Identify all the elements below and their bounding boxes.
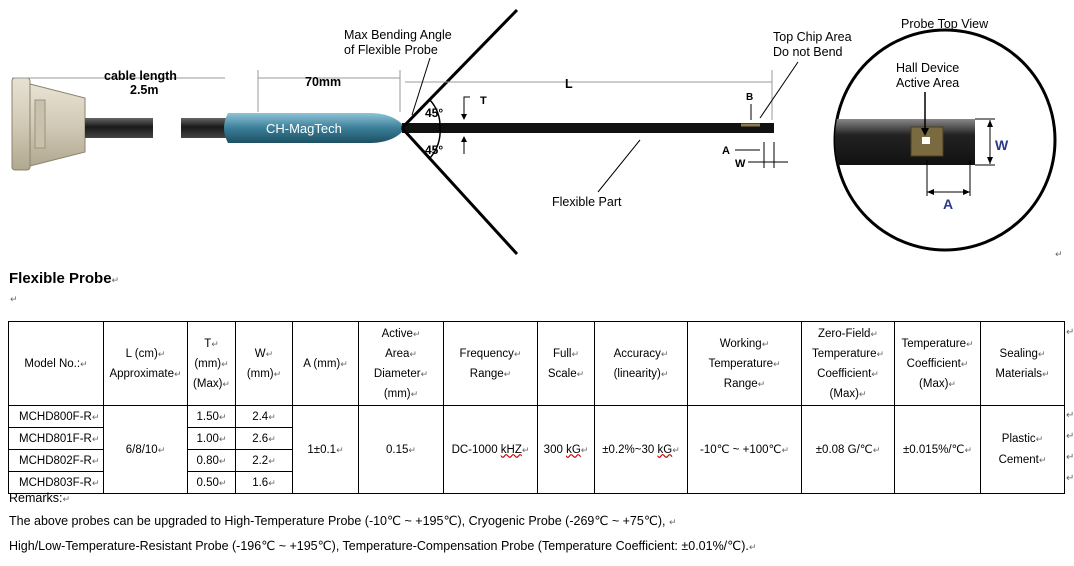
hall-device-subtitle: Active Area: [896, 76, 959, 90]
flexible-strip: [402, 123, 774, 133]
header-cell: L (cm)↵Approximate↵: [103, 321, 188, 406]
cable-left: [85, 118, 153, 138]
paragraph-mark: ↵: [10, 294, 18, 304]
top-chip-subtitle: Do not Bend: [773, 45, 843, 59]
hall-device-title: Hall Device: [896, 61, 959, 75]
flexible-part-label: Flexible Part: [552, 195, 622, 209]
bend-line-top: [400, 8, 519, 130]
row-end-mark: ↵: [1066, 431, 1074, 442]
bend-angle-subtitle: of Flexible Probe: [344, 43, 438, 57]
sealing-cell: Plastic↵Cement↵: [980, 405, 1065, 494]
header-cell: T↵(mm)↵(Max)↵: [187, 321, 236, 406]
table-header-row: Model No.:↵L (cm)↵Approximate↵T↵(mm)↵(Ma…: [8, 321, 1065, 406]
bend-line-bottom: [400, 126, 519, 256]
spec-table: Model No.:↵L (cm)↵Approximate↵T↵(mm)↵(Ma…: [8, 321, 1065, 494]
remarks-label: Remarks:↵: [9, 491, 71, 505]
remarks-line-1: The above probes can be upgraded to High…: [9, 514, 677, 528]
section-title: Flexible Probe↵: [9, 270, 120, 287]
top-chip-title: Top Chip Area: [773, 30, 852, 44]
header-cell: A (mm)↵: [292, 321, 359, 406]
dim-A-label: A: [722, 145, 730, 157]
t-cell: 1.00↵: [187, 427, 236, 450]
brand-label: CH-MagTech: [266, 121, 342, 136]
diameter-cell: 0.15↵: [358, 405, 444, 494]
length-cell: 6/8/10↵: [103, 405, 188, 494]
frequency-cell: DC-1000 kHZ↵: [443, 405, 538, 494]
model-cell: MCHD800F-R↵: [8, 405, 104, 428]
t-cell: 1.50↵: [187, 405, 236, 428]
row-end-mark: ↵: [1066, 327, 1074, 338]
header-cell: Sealing↵Materials↵: [980, 321, 1065, 406]
cable-length-label: cable length: [104, 69, 177, 83]
view-A-label: A: [943, 196, 953, 212]
table-row: MCHD801F-R↵ 1.00↵ 2.6↵: [8, 427, 1065, 450]
model-cell: MCHD803F-R↵: [8, 471, 104, 494]
header-cell: Zero-Field↵Temperature↵Coefficient↵(Max)…: [801, 321, 895, 406]
table-row: MCHD803F-R↵ 0.50↵ 1.6↵: [8, 471, 1065, 494]
dim-W-label: W: [735, 158, 746, 170]
dim-B-label: B: [746, 92, 753, 103]
return-mark: ↵: [1055, 249, 1063, 259]
table-row: MCHD800F-R↵ 6/8/10↵ 1.50↵ 2.4↵ 1±0.1↵ 0.…: [8, 405, 1065, 494]
row-end-mark: ↵: [1066, 410, 1074, 421]
probe-handle: [224, 113, 402, 143]
working-temp-cell: -10℃ ~ +100℃↵: [687, 405, 802, 494]
header-cell: Model No.:↵: [8, 321, 104, 406]
angle-bottom-label: 45°: [425, 143, 443, 157]
w-cell: 2.2↵: [235, 449, 293, 472]
top-view-title: Probe Top View: [901, 17, 989, 31]
view-W-label: W: [995, 137, 1009, 153]
bend-angle-title: Max Bending Angle: [344, 28, 452, 42]
w-cell: 2.6↵: [235, 427, 293, 450]
angle-top-label: 45°: [425, 106, 443, 120]
full-scale-cell: 300 kG↵: [537, 405, 595, 494]
dim-T-label: T: [480, 95, 487, 107]
row-end-mark: ↵: [1066, 452, 1074, 463]
temp-coeff-cell: ±0.015%/℃↵: [894, 405, 981, 494]
probe-diagram: CH-MagTech cable length 2.5m 70mm L Max …: [11, 8, 1063, 259]
header-cell: Temperature↵Coefficient↵(Max)↵: [894, 321, 981, 406]
length-70mm: 70mm: [305, 75, 341, 89]
cable-length-value: 2.5m: [130, 83, 159, 97]
db-connector: [11, 77, 86, 171]
header-cell: Full↵Scale↵: [537, 321, 595, 406]
length-L: L: [565, 77, 573, 91]
header-cell: Frequency↵Range↵: [443, 321, 538, 406]
row-end-mark: ↵: [1066, 473, 1074, 484]
header-cell: W↵(mm)↵: [235, 321, 293, 406]
remarks-line-2: High/Low-Temperature-Resistant Probe (-1…: [9, 539, 757, 553]
t-cell: 0.50↵: [187, 471, 236, 494]
model-cell: MCHD802F-R↵: [8, 449, 104, 472]
t-cell: 0.80↵: [187, 449, 236, 472]
cable-right: [181, 118, 231, 138]
a-cell: 1±0.1↵: [292, 405, 359, 494]
zero-field-cell: ±0.08 G/℃↵: [801, 405, 895, 494]
w-cell: 2.4↵: [235, 405, 293, 428]
model-cell: MCHD801F-R↵: [8, 427, 104, 450]
header-cell: Working↵Temperature↵Range↵: [687, 321, 802, 406]
probe-top-view: Probe Top View Hall Device Active Area W…: [833, 17, 1057, 252]
header-cell: Accuracy↵(linearity)↵: [594, 321, 688, 406]
table-row: MCHD802F-R↵ 0.80↵ 2.2↵: [8, 449, 1065, 472]
header-cell: Active↵Area↵Diameter↵(mm)↵: [358, 321, 444, 406]
w-cell: 1.6↵: [235, 471, 293, 494]
accuracy-cell: ±0.2%~30 kG↵: [594, 405, 688, 494]
